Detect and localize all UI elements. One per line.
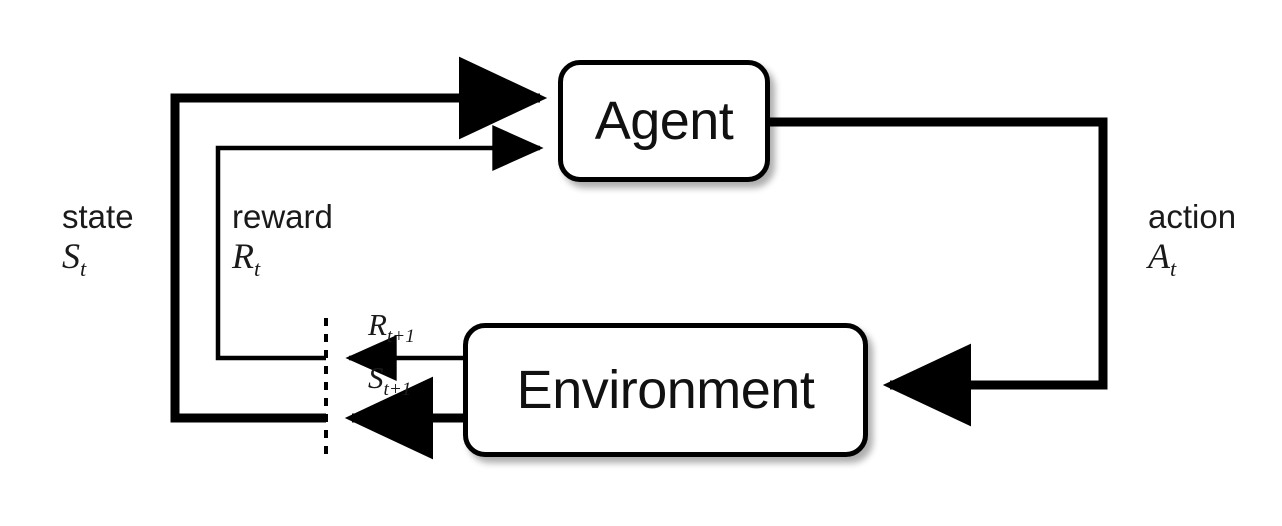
- action-symbol-base: A: [1148, 235, 1170, 276]
- action-signal-symbol: At: [1148, 235, 1236, 281]
- reward-next-symbol-base: R: [368, 307, 387, 342]
- reward-next-symbol-subscript: t+1: [386, 326, 415, 348]
- reward-connector-line: [215, 125, 544, 361]
- agent-node: Agent: [558, 60, 770, 182]
- state-next-symbol-subscript: t+1: [383, 379, 412, 401]
- action-signal-word: action: [1148, 198, 1237, 235]
- state-signal-symbol: St: [62, 235, 134, 281]
- reward-symbol-subscript: t: [254, 255, 261, 281]
- environment-node-label: Environment: [516, 360, 815, 420]
- state-signal-word: state: [62, 198, 134, 235]
- state-connector-line: [170, 56, 548, 423]
- reward-next-edge-label: Rt+1: [368, 307, 415, 348]
- action-signal-label: action At: [1148, 200, 1236, 281]
- reward-signal-label: reward Rt: [232, 200, 333, 281]
- state-next-symbol-base: S: [368, 360, 384, 395]
- action-symbol-subscript: t: [1170, 255, 1177, 281]
- environment-node: Environment: [463, 323, 868, 457]
- state-next-edge-label: St+1: [368, 360, 411, 401]
- state-symbol-subscript: t: [80, 255, 87, 281]
- state-signal-label: state St: [62, 200, 134, 281]
- state-symbol-base: S: [62, 235, 80, 276]
- reward-symbol-base: R: [232, 235, 254, 276]
- reward-signal-symbol: Rt: [232, 235, 333, 281]
- action-connector-line: [768, 117, 1108, 427]
- reward-signal-word: reward: [232, 198, 333, 235]
- agent-node-label: Agent: [594, 91, 734, 151]
